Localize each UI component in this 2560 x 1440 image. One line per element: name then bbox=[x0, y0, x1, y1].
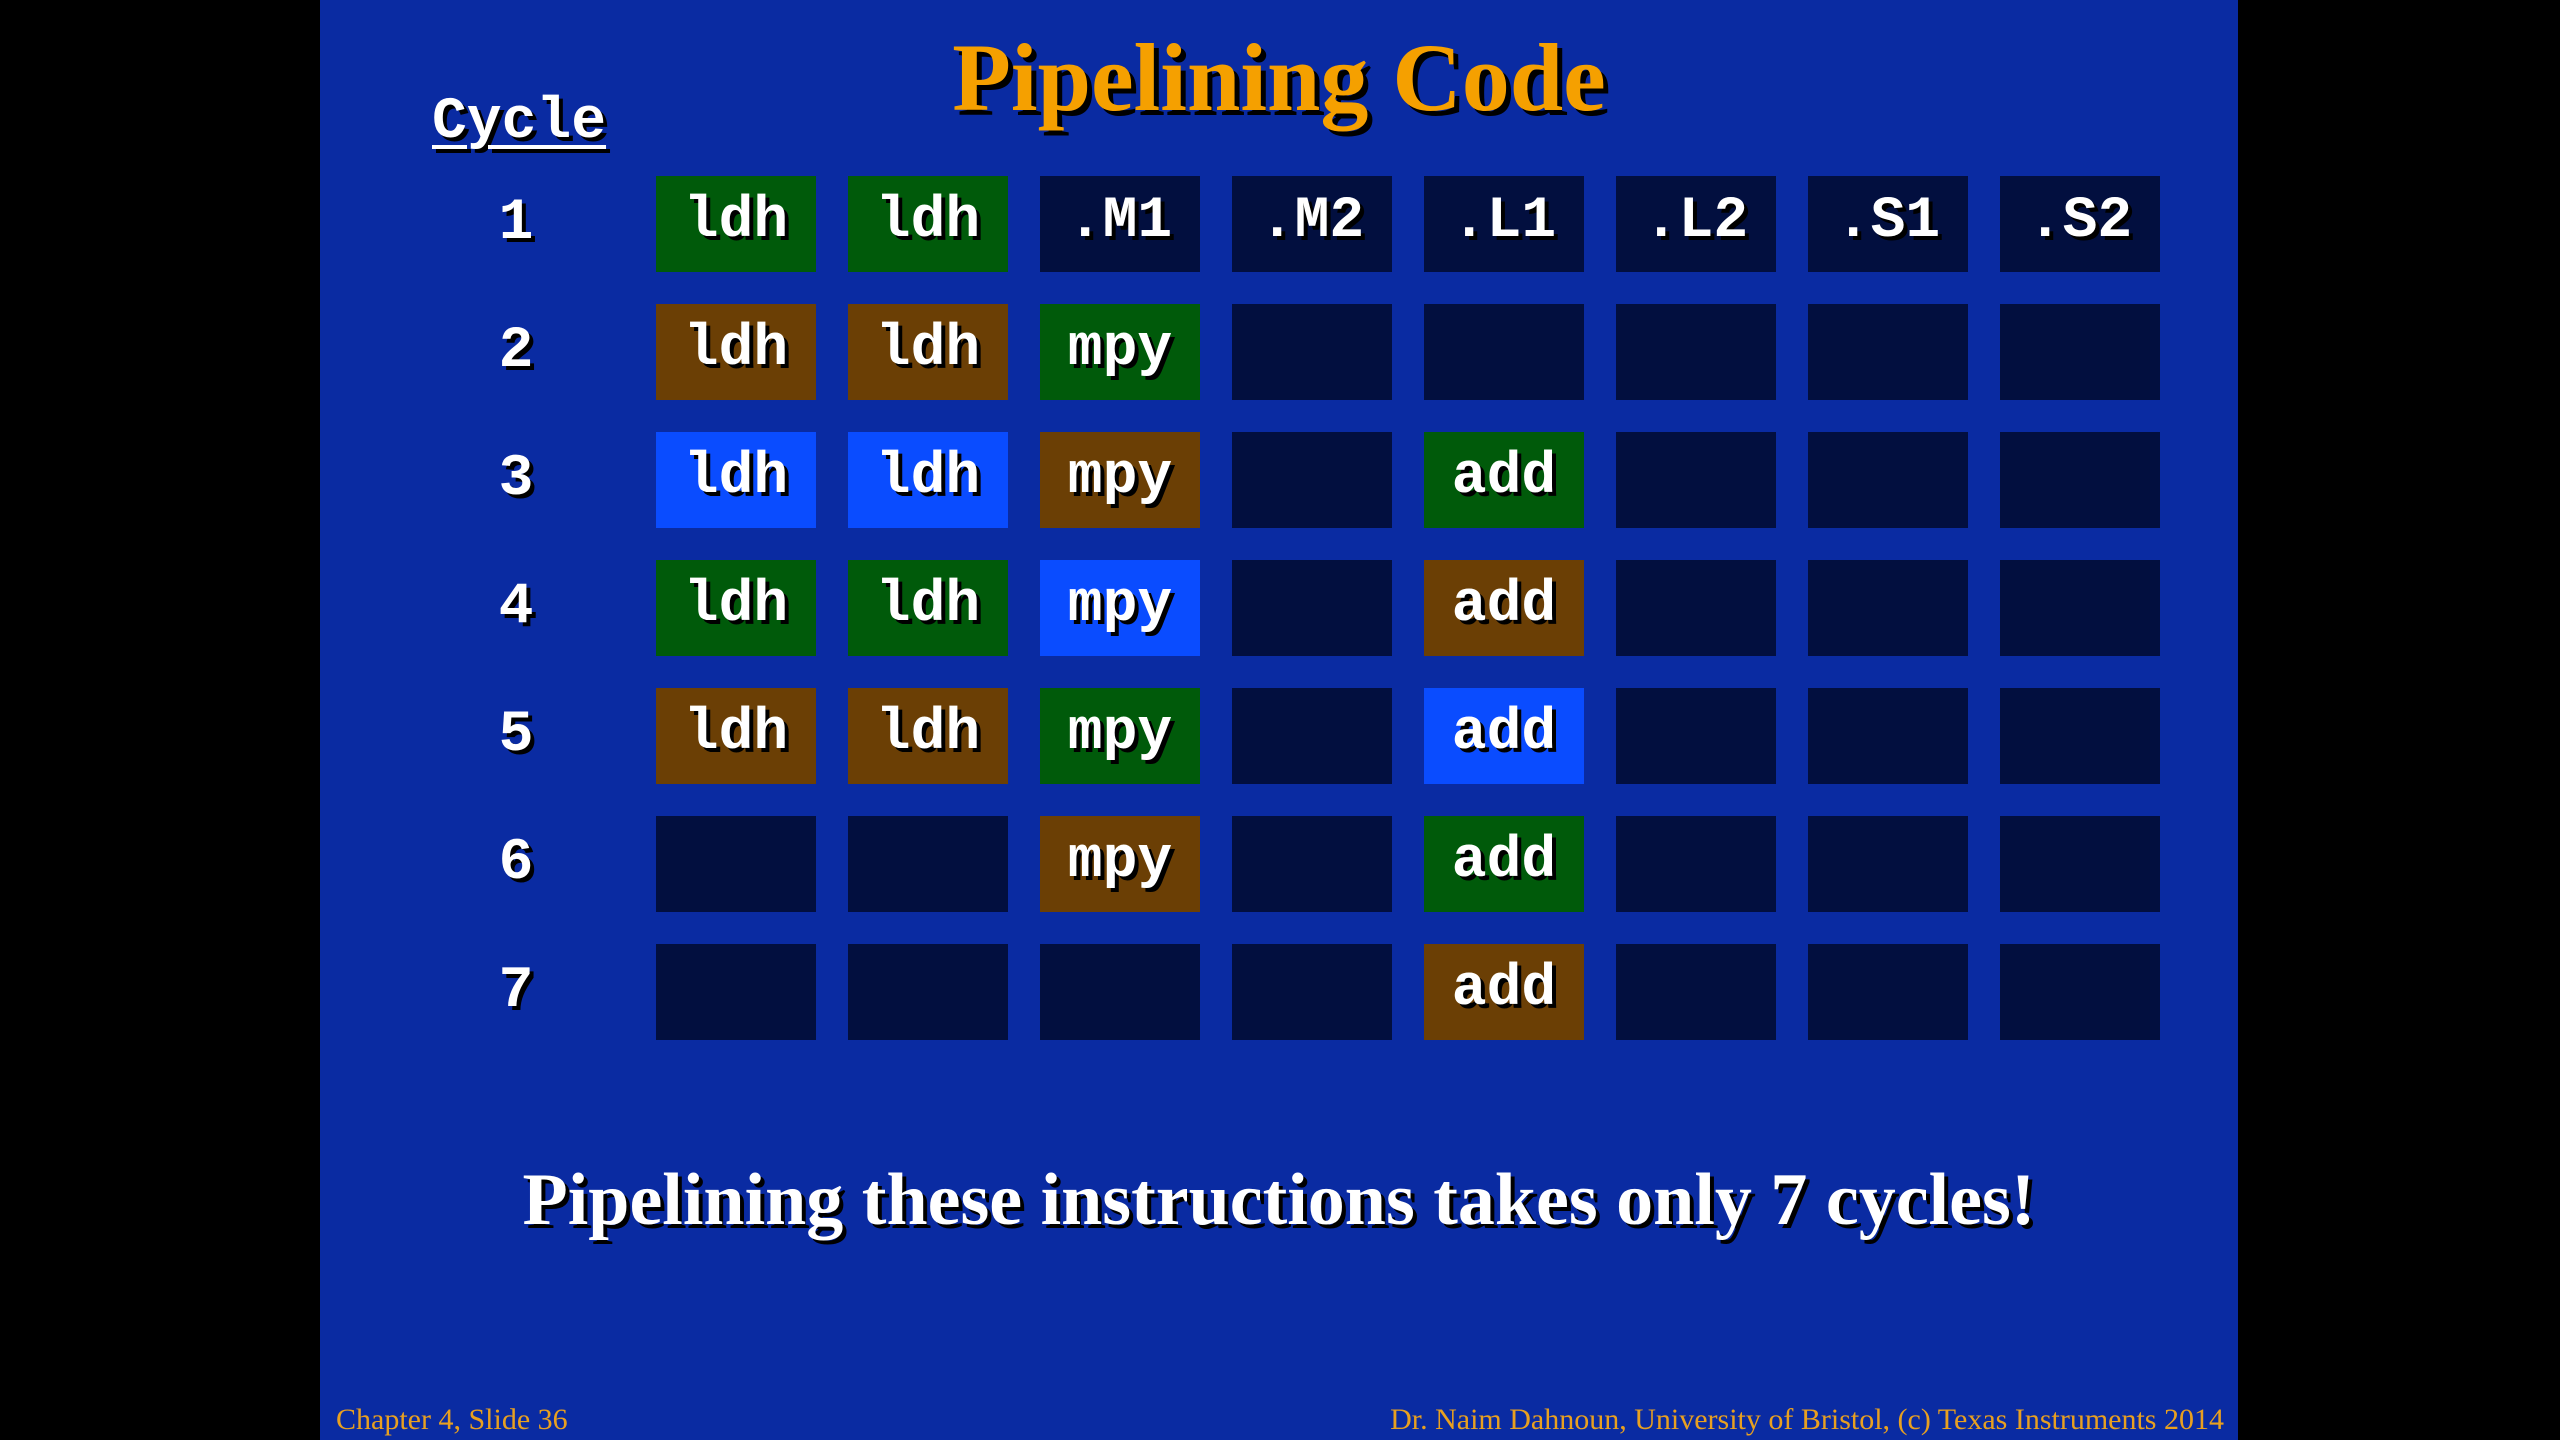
table-cell: add bbox=[1424, 688, 1584, 784]
table-cell bbox=[656, 944, 816, 1040]
table-cell bbox=[1424, 304, 1584, 400]
table-cell bbox=[2000, 304, 2160, 400]
summary-text: Pipelining these instructions takes only… bbox=[522, 1159, 2036, 1241]
cycle-number: 1 bbox=[498, 191, 534, 256]
cycle-number: 6 bbox=[498, 831, 534, 896]
table-cell bbox=[1808, 944, 1968, 1040]
cycle-column-heading: Cycle bbox=[432, 90, 607, 155]
table-cell: ldh bbox=[848, 176, 1008, 272]
table-cell bbox=[2000, 816, 2160, 912]
table-cell bbox=[848, 816, 1008, 912]
table-cell bbox=[1616, 816, 1776, 912]
table-row: 6 mpy add bbox=[320, 816, 2238, 912]
table-cell bbox=[1232, 816, 1392, 912]
table-cell: ldh bbox=[848, 688, 1008, 784]
table-cell bbox=[1232, 304, 1392, 400]
table-cell bbox=[1232, 688, 1392, 784]
table-cell: ldh bbox=[848, 432, 1008, 528]
table-cell: mpy bbox=[1040, 432, 1200, 528]
table-cell: .M1 bbox=[1040, 176, 1200, 272]
table-cell: mpy bbox=[1040, 560, 1200, 656]
cycle-number: 5 bbox=[498, 703, 534, 768]
table-cell bbox=[1232, 560, 1392, 656]
slide-title: Pipelining Code bbox=[952, 24, 1606, 131]
table-cell bbox=[1616, 688, 1776, 784]
table-cell: ldh bbox=[848, 560, 1008, 656]
table-cell: mpy bbox=[1040, 688, 1200, 784]
cycle-number: 2 bbox=[498, 319, 534, 384]
table-cell: .M2 bbox=[1232, 176, 1392, 272]
footer-credits: Dr. Naim Dahnoun, University of Bristol,… bbox=[1390, 1403, 2224, 1436]
table-cell bbox=[1232, 944, 1392, 1040]
cycle-number: 4 bbox=[498, 575, 534, 640]
table-cell: add bbox=[1424, 816, 1584, 912]
table-cell bbox=[1808, 560, 1968, 656]
table-cell bbox=[2000, 688, 2160, 784]
table-cell: ldh bbox=[656, 688, 816, 784]
table-cell bbox=[2000, 560, 2160, 656]
table-cell: .S2 bbox=[2000, 176, 2160, 272]
table-cell: add bbox=[1424, 432, 1584, 528]
table-cell bbox=[1616, 432, 1776, 528]
table-cell: add bbox=[1424, 944, 1584, 1040]
table-cell bbox=[2000, 944, 2160, 1040]
table-cell: add bbox=[1424, 560, 1584, 656]
table-cell: ldh bbox=[656, 176, 816, 272]
table-cell: .S1 bbox=[1808, 176, 1968, 272]
cycle-number: 3 bbox=[498, 447, 534, 512]
table-cell bbox=[1616, 944, 1776, 1040]
table-cell bbox=[848, 944, 1008, 1040]
table-cell bbox=[1808, 432, 1968, 528]
table-cell bbox=[1616, 560, 1776, 656]
cycle-number: 7 bbox=[498, 959, 534, 1024]
table-cell: mpy bbox=[1040, 816, 1200, 912]
table-cell bbox=[1808, 688, 1968, 784]
table-cell: .L1 bbox=[1424, 176, 1584, 272]
table-cell bbox=[2000, 432, 2160, 528]
table-cell bbox=[1808, 304, 1968, 400]
table-cell: ldh bbox=[848, 304, 1008, 400]
table-cell: ldh bbox=[656, 304, 816, 400]
table-cell bbox=[656, 816, 816, 912]
table-cell: mpy bbox=[1040, 304, 1200, 400]
footer-slide-number: Chapter 4, Slide 36 bbox=[336, 1403, 568, 1436]
table-row: 7 add bbox=[320, 944, 2238, 1040]
table-cell: ldh bbox=[656, 432, 816, 528]
table-cell bbox=[1040, 944, 1200, 1040]
table-cell bbox=[1232, 432, 1392, 528]
table-cell: ldh bbox=[656, 560, 816, 656]
table-cell bbox=[1616, 304, 1776, 400]
table-cell bbox=[1808, 816, 1968, 912]
table-cell: .L2 bbox=[1616, 176, 1776, 272]
